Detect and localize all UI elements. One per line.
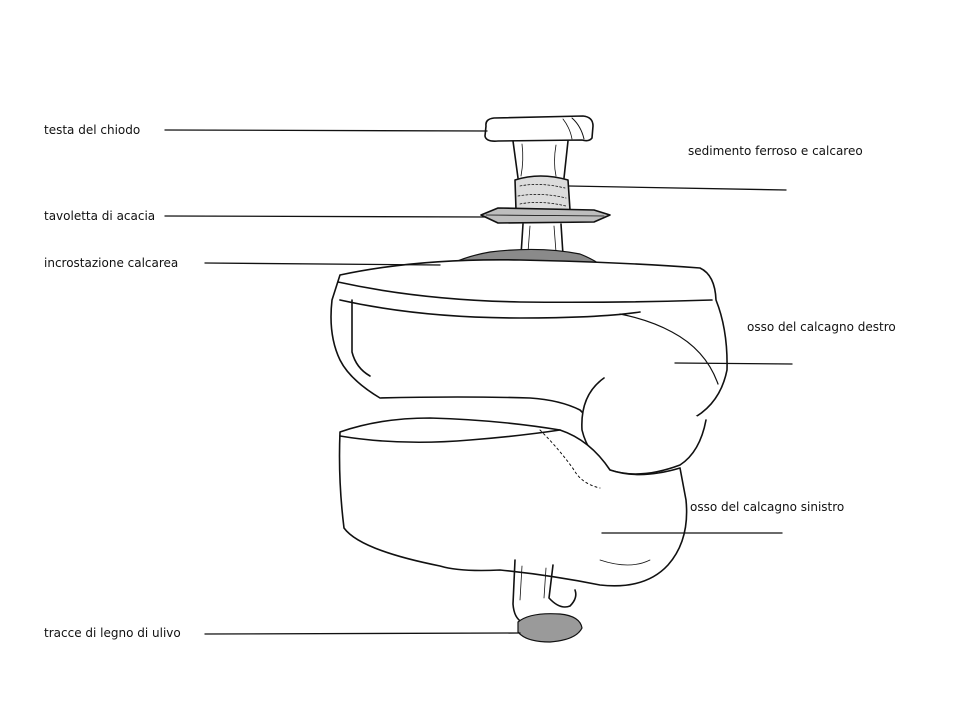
label-right-heel-bone: osso del calcagno destro (747, 320, 896, 334)
nail-shank-upper (512, 140, 569, 179)
leader-tavoletta (164, 215, 487, 218)
label-nail-head: testa del chiodo (44, 123, 141, 137)
leader-tracce (204, 632, 521, 635)
nail-head (484, 115, 594, 142)
leader-sedimento (568, 185, 787, 191)
label-left-heel-bone: osso del calcagno sinistro (690, 500, 845, 514)
left-heel-bone (338, 417, 688, 587)
label-calcareous-encrustation: incrostazione calcarea (44, 256, 179, 270)
leader-destro (674, 362, 793, 365)
olive-wood-traces (517, 613, 583, 643)
label-sediment: sedimento ferroso e calcareo (688, 144, 863, 158)
nail-head-shading (571, 117, 585, 140)
label-acacia-board: tavoletta di acacia (44, 209, 156, 223)
leader-incrostazione (204, 262, 441, 266)
label-olive-wood-traces: tracce di legno di ulivo (44, 626, 181, 640)
leader-testa (164, 129, 488, 132)
